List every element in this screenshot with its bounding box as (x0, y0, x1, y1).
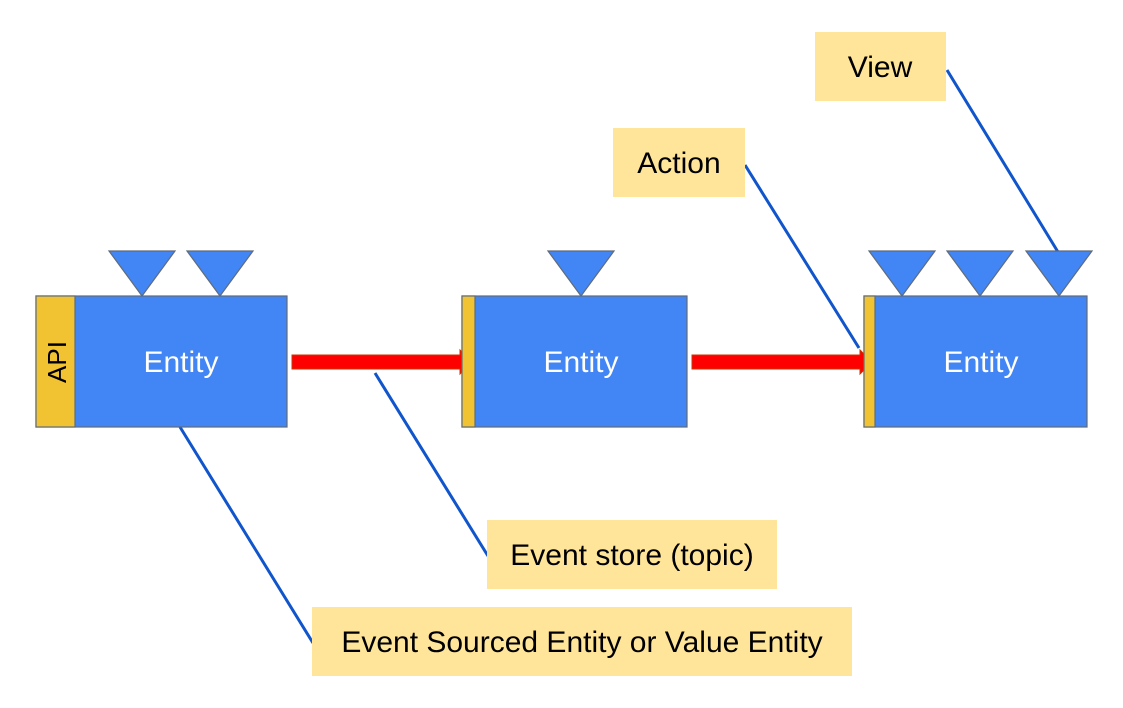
api-bar (35, 295, 76, 428)
triangle-down-icon (867, 250, 937, 298)
callout-action-label: Action (637, 147, 720, 180)
callout-view-label: View (848, 51, 913, 84)
entity-label: Entity (943, 346, 1018, 379)
triangle-down-icon (945, 250, 1015, 298)
api-label: API (42, 341, 72, 383)
leader-lines (178, 69, 1060, 644)
entity-box (461, 295, 688, 428)
red-arrow-icon (691, 348, 873, 376)
leader-line-action (743, 164, 861, 349)
triangle-down-icon (107, 250, 177, 298)
entity-label: Entity (543, 346, 618, 379)
callout-action: Action (613, 128, 745, 197)
leader-line-event-store (373, 372, 490, 557)
callout-event-store: Event store (topic) (487, 520, 777, 589)
entity-box (35, 295, 288, 428)
triangle-down-icon (546, 250, 616, 298)
entity-3: Entity (863, 250, 1094, 428)
callout-entity: Event Sourced Entity or Value Entity (312, 607, 852, 676)
api-bar (461, 295, 476, 428)
triangle-down-icon (1024, 250, 1094, 298)
callout-event-store-label: Event store (topic) (510, 539, 753, 572)
callout-view: View (815, 32, 946, 101)
entity-label: Entity (143, 346, 218, 379)
entity-1: API Entity (35, 250, 288, 428)
leader-line-entity (178, 426, 315, 644)
entity-2: Entity (461, 250, 688, 428)
api-bar (863, 295, 876, 428)
red-arrow-icon (291, 348, 473, 376)
leader-line-view (945, 69, 1060, 253)
triangle-down-icon (185, 250, 255, 298)
entity-box (863, 295, 1088, 428)
callout-entity-label: Event Sourced Entity or Value Entity (341, 626, 822, 659)
